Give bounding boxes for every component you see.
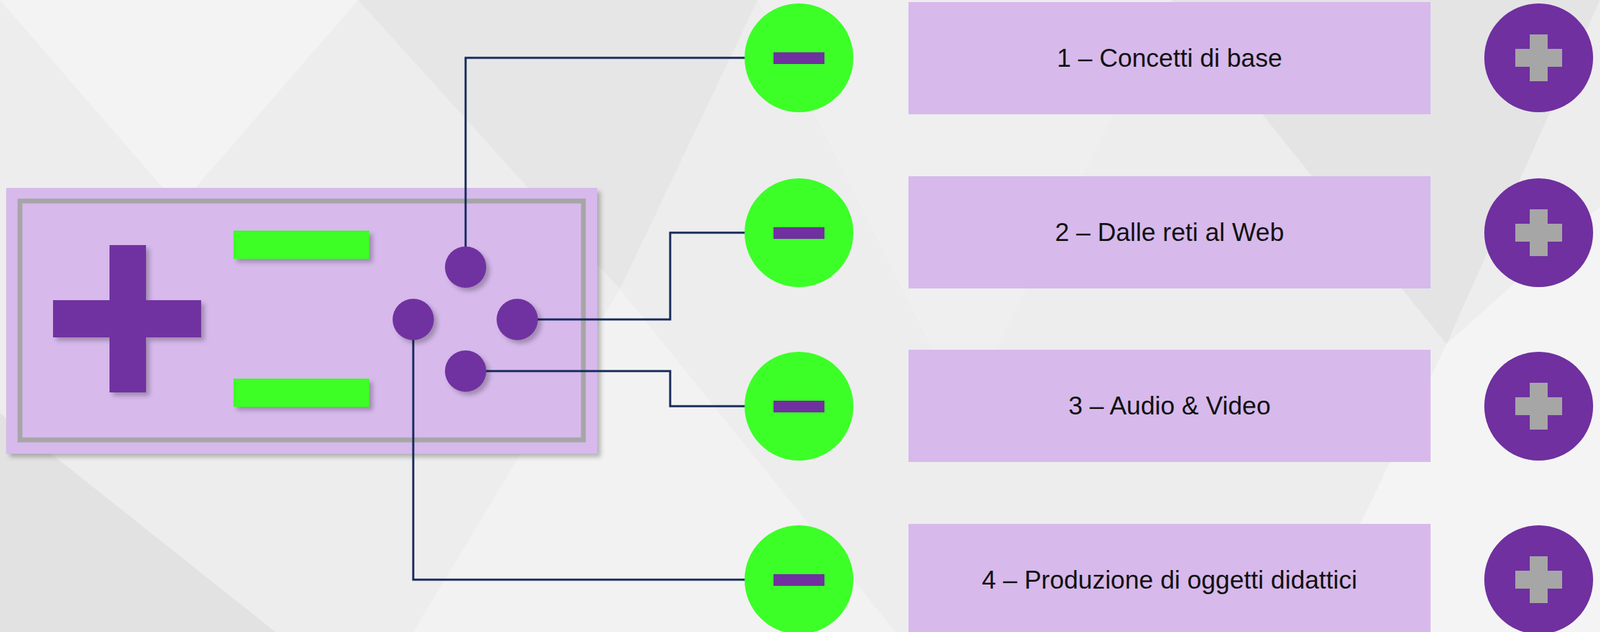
wires (413, 57, 751, 580)
minus-buttons (744, 3, 854, 632)
game-controller (6, 188, 598, 454)
controller-buttons (392, 246, 538, 392)
topic-label: 2 – Dalle reti al Web (1055, 218, 1284, 248)
topic-label: 1 – Concetti di base (1056, 44, 1282, 74)
topic-box: 3 – Audio & Video (908, 349, 1431, 463)
topic-box: 1 – Concetti di base (908, 2, 1431, 115)
plus-buttons (1484, 3, 1594, 632)
topic-label: 4 – Produzione di oggetti didattici (981, 566, 1357, 596)
topic-box: 2 – Dalle reti al Web (908, 176, 1431, 289)
topic-label: 3 – Audio & Video (1068, 391, 1271, 421)
topic-box: 4 – Produzione di oggetti didattici (908, 524, 1431, 632)
